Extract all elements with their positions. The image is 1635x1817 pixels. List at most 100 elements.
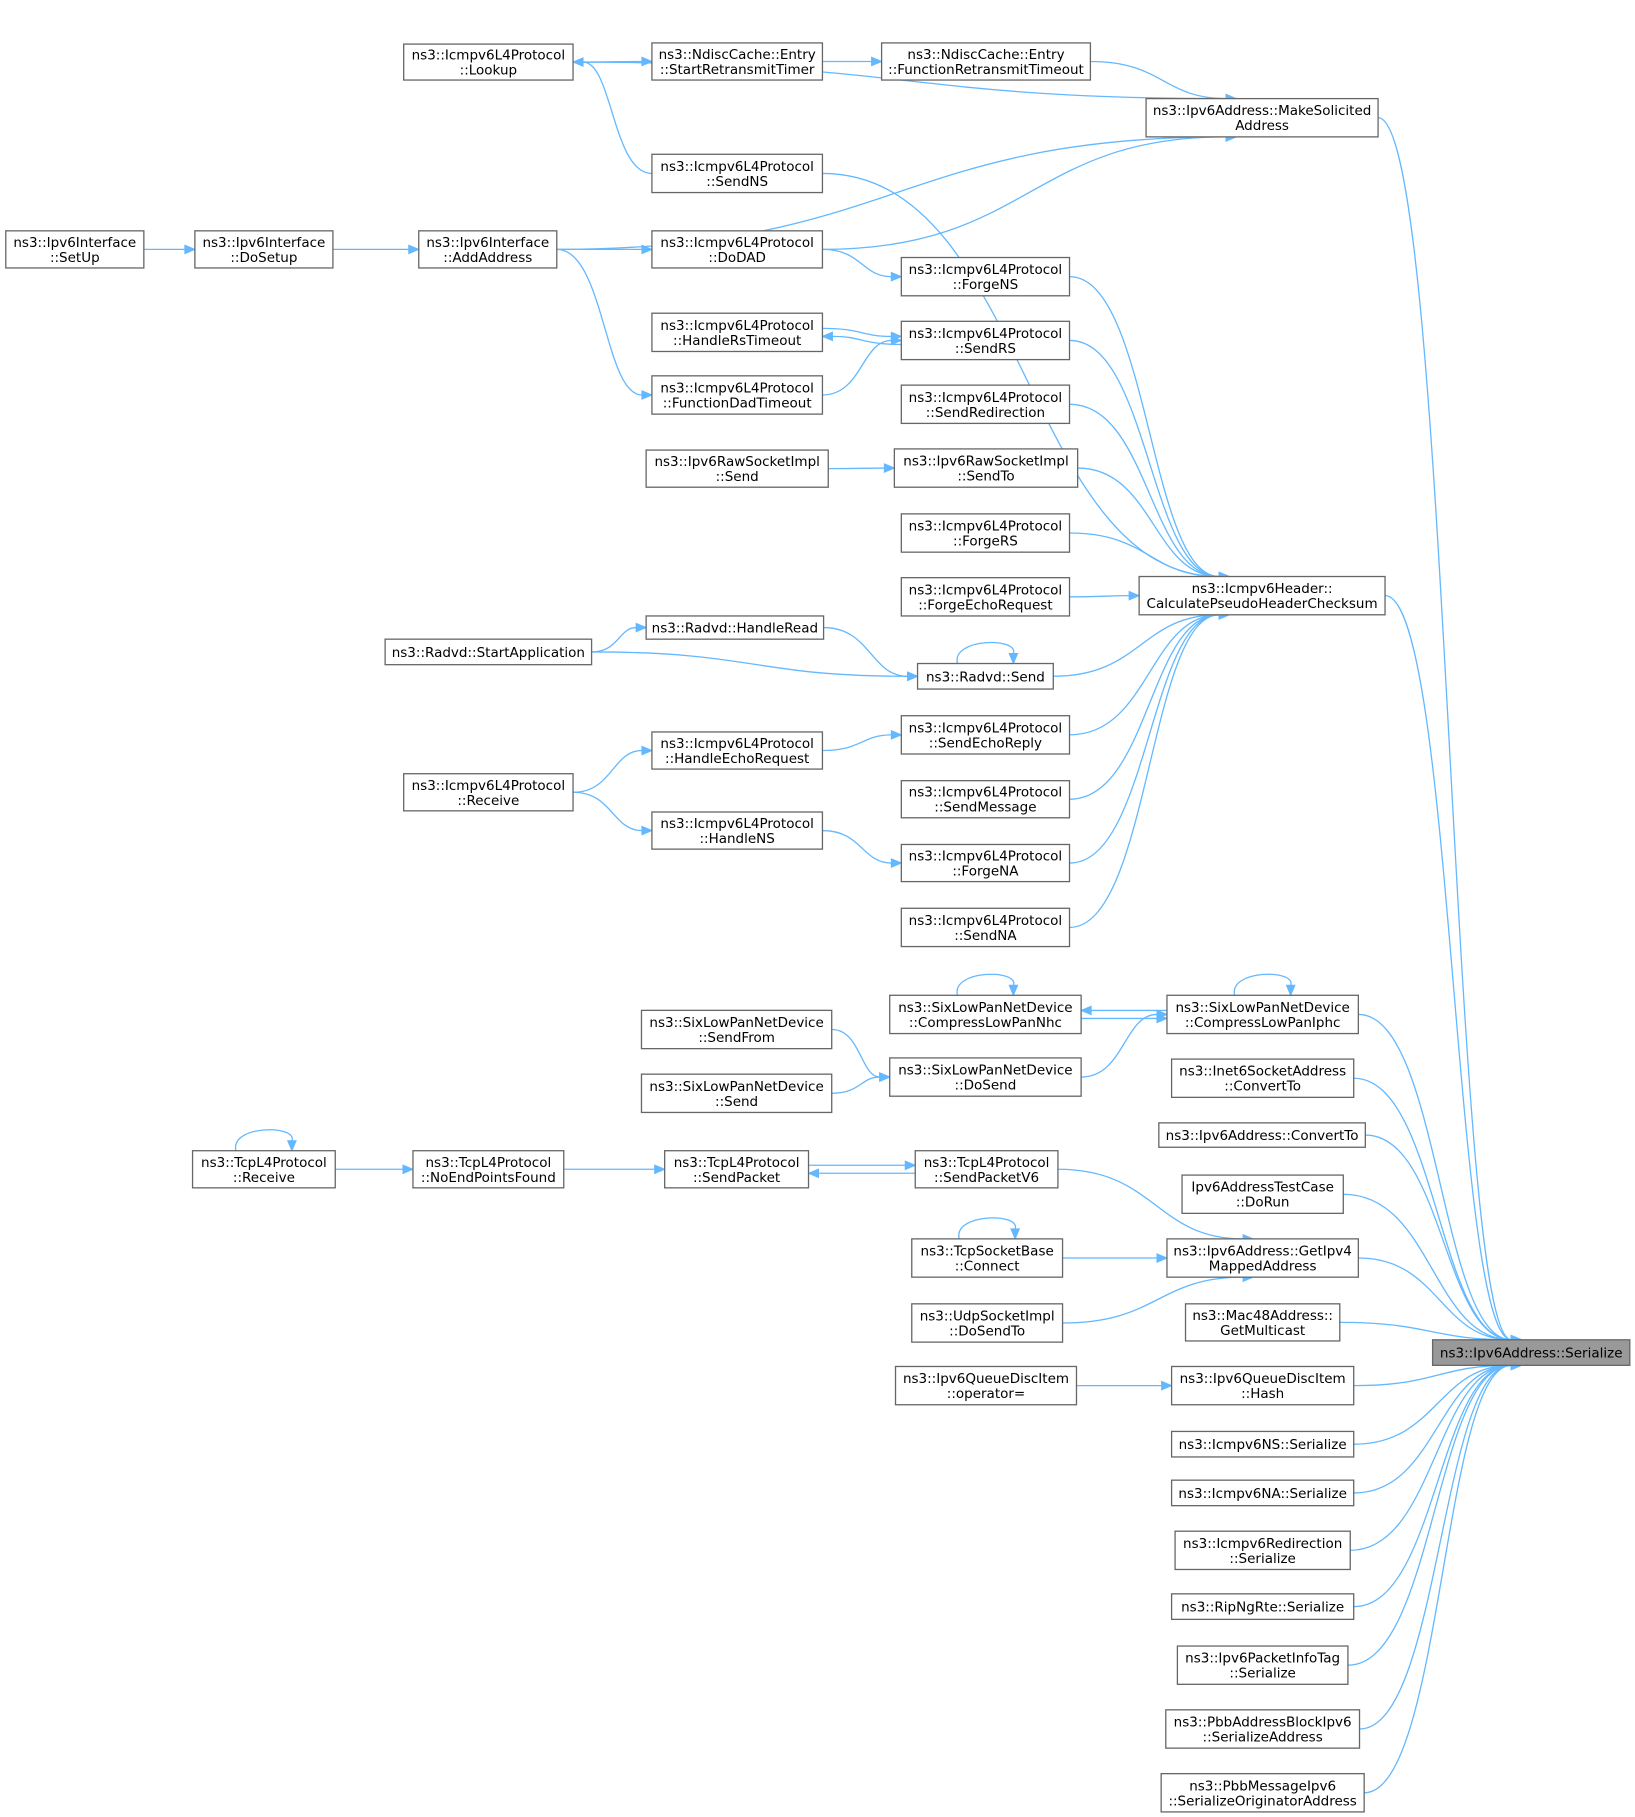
node-rawsendto[interactable]: ns3::Ipv6RawSocketImpl::SendTo — [893, 448, 1079, 488]
node-box — [651, 230, 824, 269]
edge-line — [1057, 1168, 1244, 1240]
node-setup[interactable]: ns3::Ipv6Interface::SetUp — [5, 230, 145, 269]
node-label: ::ForgeNS — [953, 277, 1019, 293]
node-handlens[interactable]: ns3::Icmpv6L4Protocol::HandleNS — [651, 811, 824, 850]
edge-makesolicited-serialize — [1378, 117, 1523, 1345]
edge-getipv4mapped-serialize — [1358, 1257, 1523, 1345]
node-sendpacketv6[interactable]: ns3::TcpL4Protocol::SendPacketV6 — [914, 1150, 1059, 1189]
node-label: ::Receive — [233, 1170, 295, 1186]
node-calcpseudo[interactable]: ns3::Icmpv6Header::CalculatePseudoHeader… — [1138, 575, 1386, 616]
node-label: ::SendMessage — [934, 800, 1036, 816]
node-forgers[interactable]: ns3::Icmpv6L4Protocol::ForgeRS — [900, 513, 1071, 553]
edge-arrowhead — [402, 1164, 415, 1175]
node-pbbaddrblock[interactable]: ns3::PbbAddressBlockIpv6::SerializeAddre… — [1165, 1709, 1361, 1749]
node-nsserialize[interactable]: ns3::Icmpv6NS::Serialize — [1170, 1430, 1355, 1458]
node-label: ns3::Icmpv6L4Protocol — [909, 582, 1063, 598]
edge-tcpreceive-noendpoints — [335, 1164, 415, 1175]
edge-icmpreceive-handleechoreq — [573, 745, 654, 793]
node-label: ns3::Ipv6RawSocketImpl — [654, 454, 819, 470]
node-noendpoints[interactable]: ns3::TcpL4Protocol::NoEndPointsFound — [412, 1150, 565, 1189]
node-box — [403, 43, 574, 81]
node-radvdsend[interactable]: ns3::Radvd::Send — [916, 662, 1054, 690]
node-radvdhandleread[interactable]: ns3::Radvd::HandleRead — [645, 615, 825, 640]
node-lookup[interactable]: ns3::Icmpv6L4Protocol::Lookup — [403, 43, 574, 81]
node-handleechoreq[interactable]: ns3::Icmpv6L4Protocol::HandleEchoRequest — [651, 731, 824, 770]
node-testdorun[interactable]: Ipv6AddressTestCase::DoRun — [1181, 1174, 1344, 1215]
node-ipv6convertto[interactable]: ns3::Ipv6Address::ConvertTo — [1158, 1122, 1366, 1148]
node-box — [1160, 1772, 1365, 1813]
node-addaddress[interactable]: ns3::Ipv6Interface::AddAddress — [418, 230, 558, 269]
edge-line — [1378, 117, 1512, 1341]
node-sixdosend[interactable]: ns3::SixLowPanNetDevice::DoSend — [889, 1057, 1082, 1097]
node-label: ns3::Icmpv6L4Protocol — [909, 913, 1063, 929]
node-dosetup[interactable]: ns3::Ipv6Interface::DoSetup — [194, 230, 334, 269]
node-qdhash[interactable]: ns3::Ipv6QueueDiscItem::Hash — [1170, 1365, 1355, 1406]
node-forgens[interactable]: ns3::Icmpv6L4Protocol::ForgeNS — [900, 256, 1071, 297]
node-box — [914, 1150, 1059, 1189]
node-ripserialize[interactable]: ns3::RipNgRte::Serialize — [1170, 1593, 1355, 1621]
node-compressiphc[interactable]: ns3::SixLowPanNetDevice::CompressLowPanI… — [1166, 994, 1360, 1035]
node-box — [911, 1303, 1064, 1343]
node-udpdosendto[interactable]: ns3::UdpSocketImpl::DoSendTo — [911, 1303, 1064, 1343]
node-tcpreceive[interactable]: ns3::TcpL4Protocol::Receive — [191, 1150, 336, 1189]
node-handlerstimeout[interactable]: ns3::Icmpv6L4Protocol::HandleRsTimeout — [651, 312, 824, 353]
edge-tcpconnect-getipv4mapped — [1062, 1253, 1169, 1263]
node-forgeecho[interactable]: ns3::Icmpv6L4Protocol::ForgeEchoRequest — [900, 577, 1071, 617]
node-label: ns3::UdpSocketImpl — [920, 1308, 1055, 1324]
node-label: ::FunctionDadTimeout — [663, 395, 812, 411]
node-sendrs[interactable]: ns3::Icmpv6L4Protocol::SendRS — [900, 320, 1071, 361]
node-box — [5, 230, 145, 269]
node-sixsendfrom[interactable]: ns3::SixLowPanNetDevice::SendFrom — [640, 1009, 833, 1050]
node-sendmessage[interactable]: ns3::Icmpv6L4Protocol::SendMessage — [900, 780, 1071, 819]
node-radvdstartapp[interactable]: ns3::Radvd::StartApplication — [384, 638, 593, 666]
edge-line — [591, 651, 908, 677]
node-box — [900, 907, 1071, 948]
node-qdoperator[interactable]: ns3::Ipv6QueueDiscItem::operator= — [894, 1365, 1078, 1406]
node-funcretrans[interactable]: ns3::NdiscCache::Entry::FunctionRetransm… — [880, 42, 1092, 81]
node-box — [900, 256, 1071, 297]
node-box — [651, 312, 824, 353]
node-box — [1174, 1530, 1351, 1571]
node-pktinfoserialize[interactable]: ns3::Ipv6PacketInfoTag::Serialize — [1176, 1645, 1349, 1685]
node-inet6convertto[interactable]: ns3::Inet6SocketAddress::ConvertTo — [1170, 1058, 1355, 1099]
node-sendns[interactable]: ns3::Icmpv6L4Protocol::SendNS — [651, 153, 824, 194]
node-box — [651, 153, 824, 194]
node-sixsend[interactable]: ns3::SixLowPanNetDevice::Send — [640, 1073, 833, 1114]
node-sendna[interactable]: ns3::Icmpv6L4Protocol::SendNA — [900, 907, 1071, 948]
node-serialize[interactable]: ns3::Ipv6Address::Serialize — [1431, 1339, 1631, 1366]
node-label: ::HandleEchoRequest — [665, 751, 809, 767]
node-naserialize[interactable]: ns3::Icmpv6NA::Serialize — [1170, 1479, 1355, 1507]
node-forgena[interactable]: ns3::Icmpv6L4Protocol::ForgeNA — [900, 843, 1071, 883]
node-funcdadtimeout[interactable]: ns3::Icmpv6L4Protocol::FunctionDadTimeou… — [651, 375, 824, 415]
edge-dodad-makesolicited — [822, 131, 1238, 251]
edge-pbbaddrblock-serialize — [1359, 1360, 1523, 1730]
node-box — [889, 1057, 1082, 1097]
node-icmpreceive[interactable]: ns3::Icmpv6L4Protocol::Receive — [403, 773, 574, 812]
node-dodad[interactable]: ns3::Icmpv6L4Protocol::DoDAD — [651, 230, 824, 269]
node-sendredirection[interactable]: ns3::Icmpv6L4Protocol::SendRedirection — [900, 384, 1071, 425]
node-box — [1138, 575, 1386, 616]
node-label: ::SerializeOriginatorAddress — [1168, 1793, 1356, 1809]
node-sendpacket[interactable]: ns3::TcpL4Protocol::SendPacket — [664, 1150, 810, 1189]
edge-arrowhead — [1156, 1009, 1169, 1020]
node-mac48multicast[interactable]: ns3::Mac48Address::GetMulticast — [1184, 1303, 1341, 1342]
edge-arrowhead — [1285, 984, 1296, 997]
node-rawsend[interactable]: ns3::Ipv6RawSocketImpl::Send — [645, 449, 829, 488]
edge-funcdadtimeout-sendrs — [822, 335, 903, 396]
node-pbbmsg[interactable]: ns3::PbbMessageIpv6::SerializeOriginator… — [1160, 1772, 1365, 1813]
node-redirserialize[interactable]: ns3::Icmpv6Redirection::Serialize — [1174, 1530, 1351, 1571]
node-tcpconnect[interactable]: ns3::TcpSocketBase::Connect — [911, 1238, 1064, 1278]
node-label: ::SendRS — [955, 341, 1016, 357]
edge-arrowhead — [635, 622, 648, 633]
node-label: ns3::TcpL4Protocol — [201, 1155, 327, 1171]
node-label: ns3::SixLowPanNetDevice — [898, 1000, 1072, 1016]
node-label: ns3::Radvd::Send — [926, 669, 1045, 685]
node-box — [645, 449, 829, 488]
node-label: ns3::Ipv6Address::ConvertTo — [1166, 1128, 1359, 1144]
node-sendechoreply[interactable]: ns3::Icmpv6L4Protocol::SendEchoReply — [900, 715, 1071, 755]
edge-icmpreceive-handlens — [573, 791, 654, 836]
node-startretrans[interactable]: ns3::NdiscCache::Entry::StartRetransmitT… — [651, 42, 824, 81]
node-compressnhc[interactable]: ns3::SixLowPanNetDevice::CompressLowPanN… — [889, 994, 1082, 1035]
